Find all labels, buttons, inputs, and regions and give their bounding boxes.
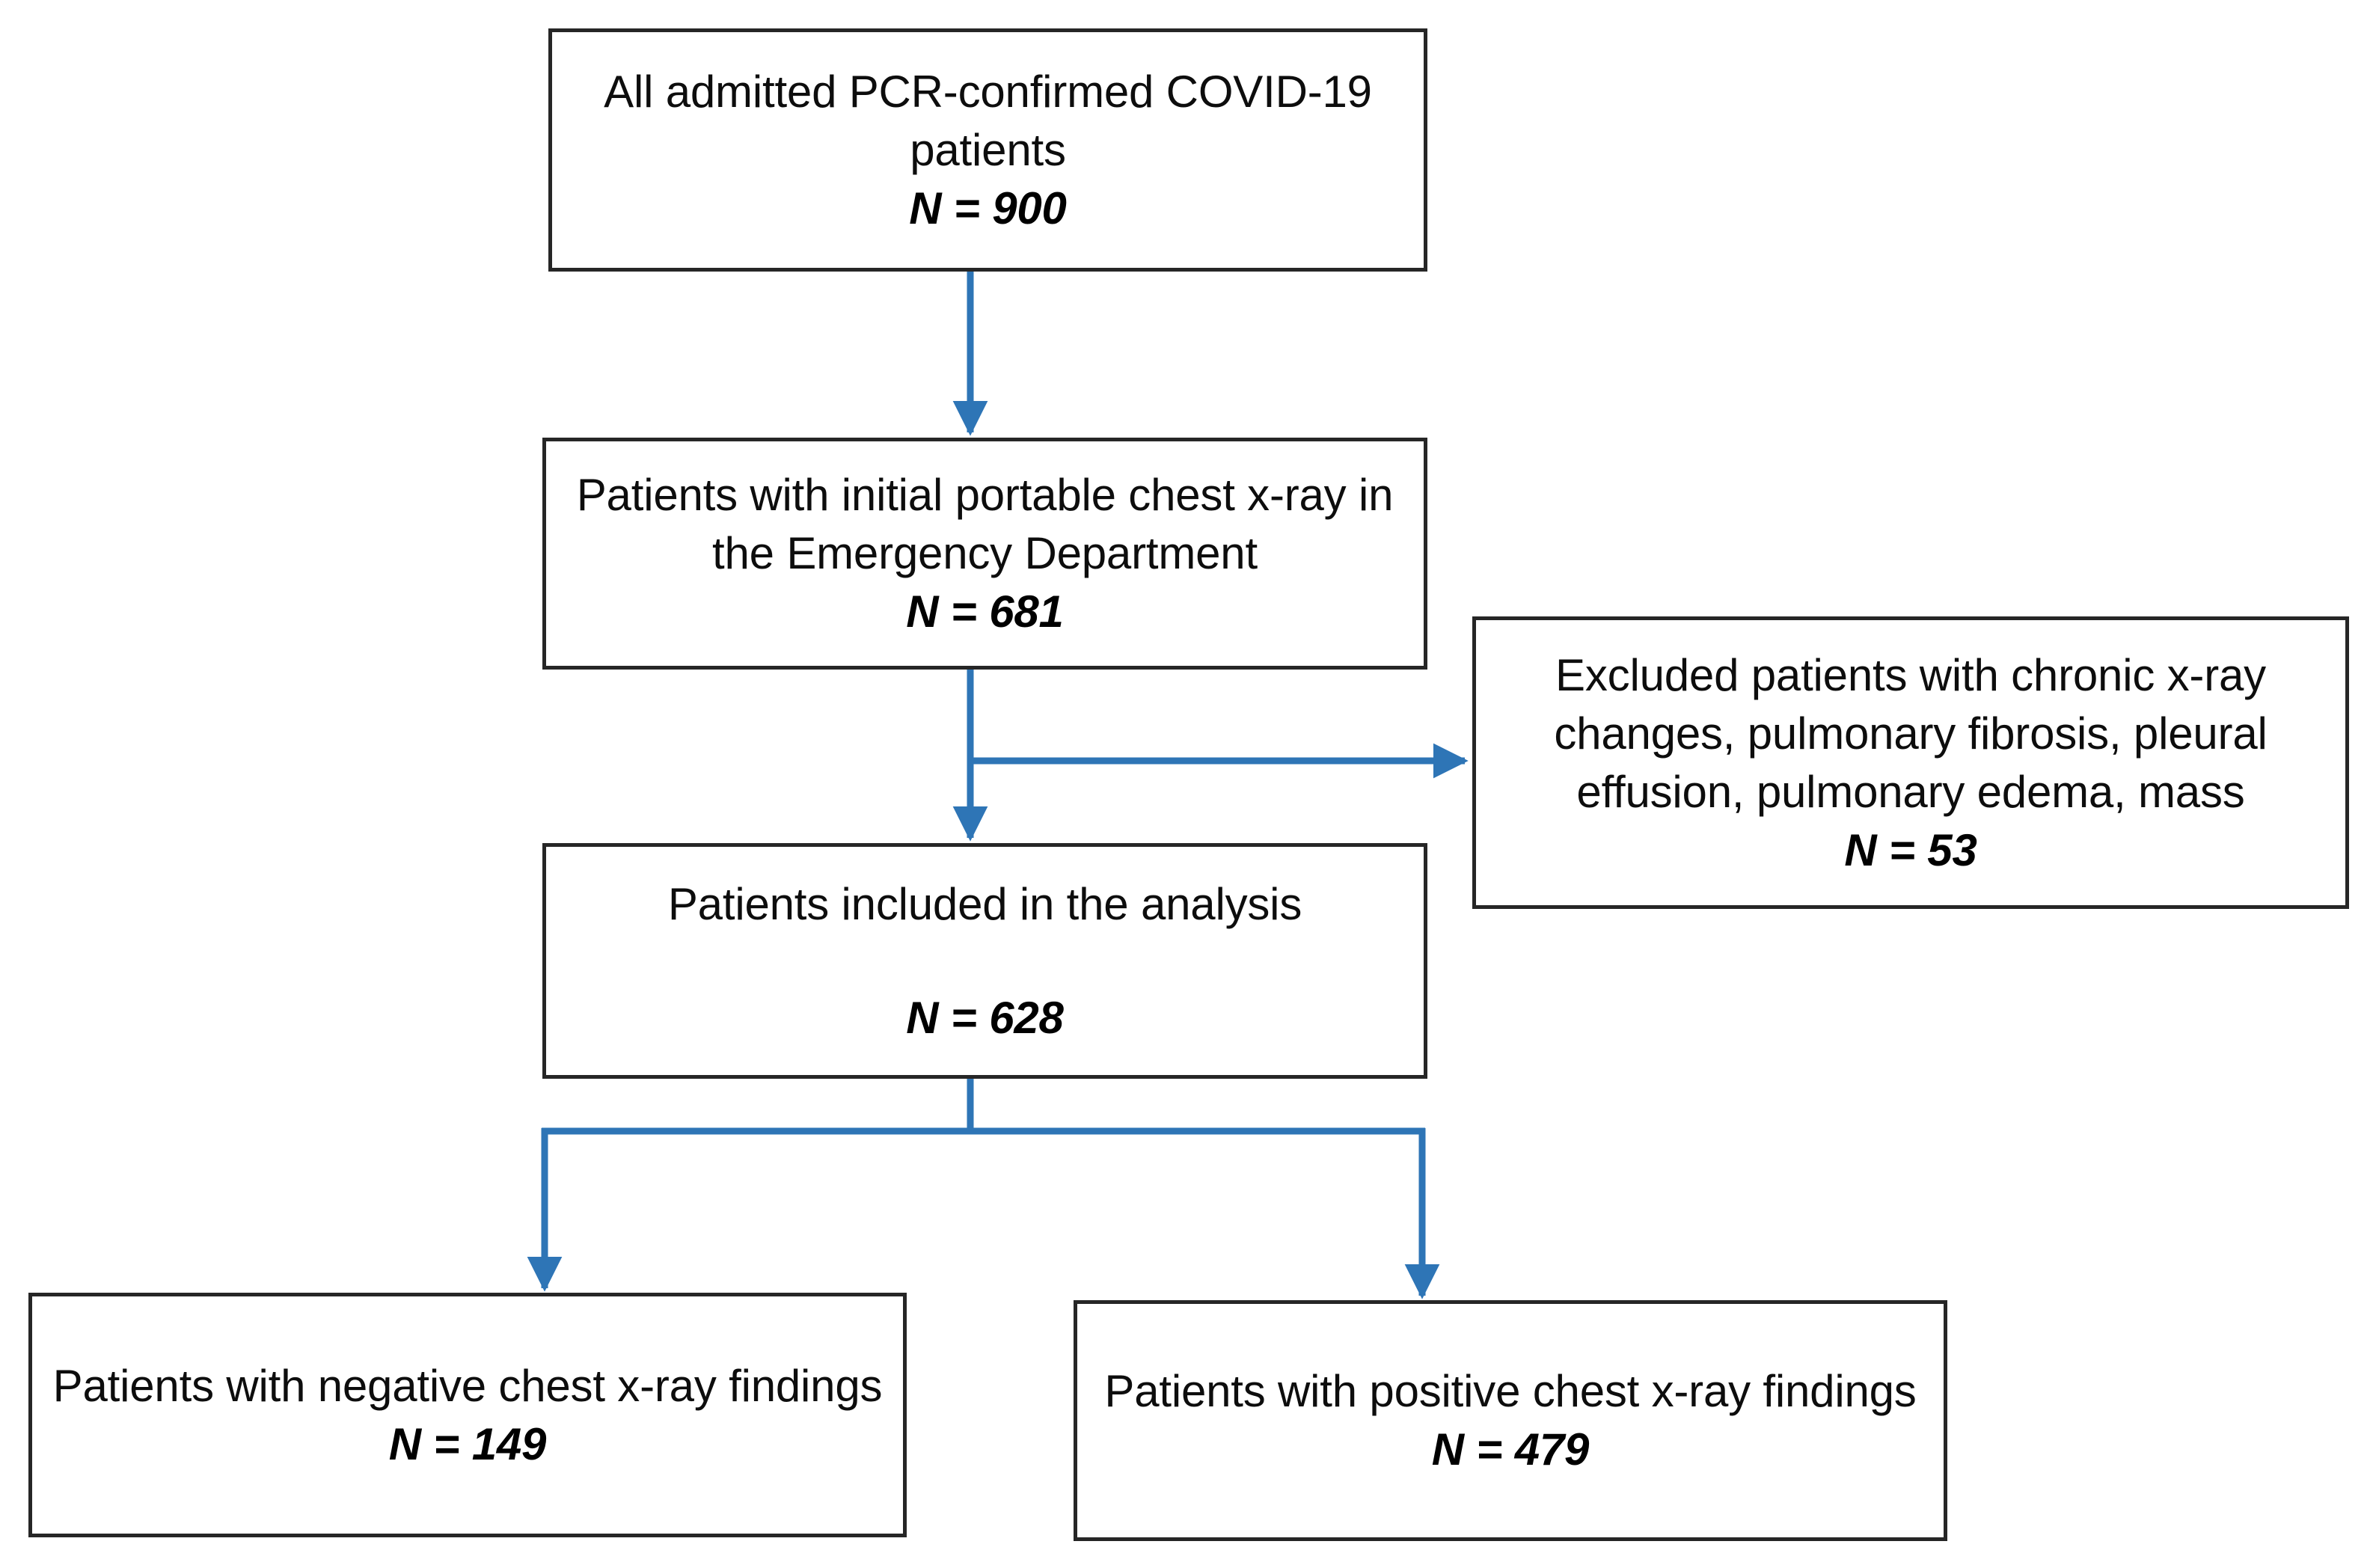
node-all-admitted-label: All admitted PCR-confirmed COVID-19 pati… (604, 66, 1372, 175)
node-excluded-count: N = 53 (1844, 824, 1977, 875)
node-included-in-analysis: Patients included in the analysis N = 62… (542, 843, 1427, 1079)
node-negative-xray-findings: Patients with negative chest x-ray findi… (28, 1293, 907, 1537)
node-included-label: Patients included in the analysis (667, 878, 1302, 929)
node-negative-findings-label: Patients with negative chest x-ray findi… (52, 1360, 883, 1411)
node-initial-xray-count: N = 681 (906, 587, 1064, 637)
node-excluded-patients: Excluded patients with chronic x-ray cha… (1472, 616, 2349, 909)
node-initial-xray-label: Patients with initial portable chest x-r… (576, 470, 1394, 578)
node-initial-chest-xray: Patients with initial portable chest x-r… (542, 438, 1427, 670)
node-positive-xray-findings: Patients with positive chest x-ray findi… (1074, 1300, 1947, 1541)
node-positive-findings-count: N = 479 (1431, 1424, 1590, 1474)
node-included-count: N = 628 (906, 992, 1064, 1043)
node-excluded-label: Excluded patients with chronic x-ray cha… (1554, 649, 2268, 817)
node-negative-findings-count: N = 149 (388, 1418, 547, 1469)
node-positive-findings-label: Patients with positive chest x-ray findi… (1104, 1366, 1917, 1416)
node-all-admitted-patients: All admitted PCR-confirmed COVID-19 pati… (548, 28, 1427, 272)
node-all-admitted-count: N = 900 (909, 183, 1067, 233)
